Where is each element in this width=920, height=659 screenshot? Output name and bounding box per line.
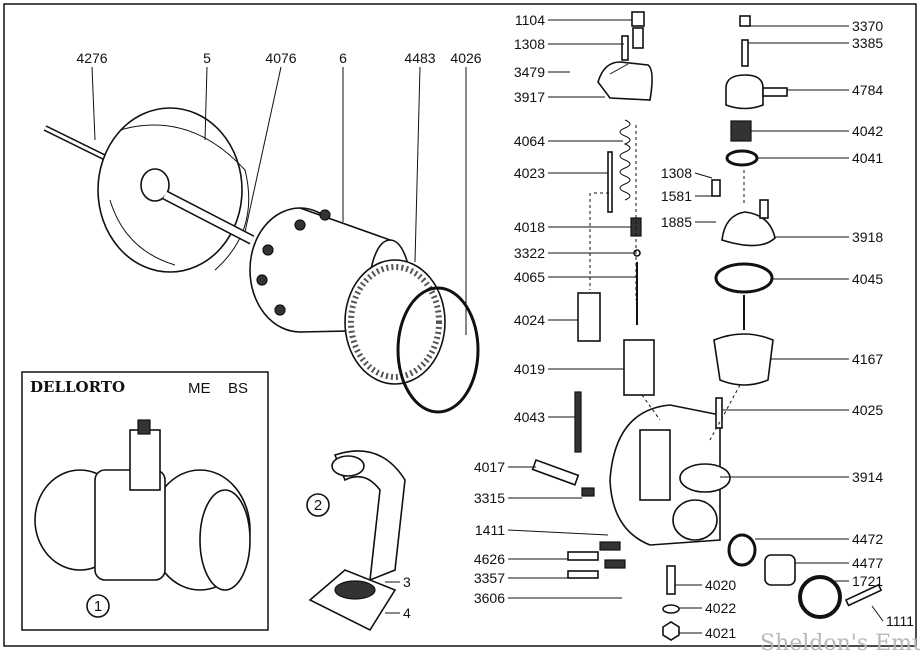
part-number-4021: 4021: [705, 625, 736, 641]
part-number-3385: 3385: [852, 35, 883, 51]
part-number-4472: 4472: [852, 531, 883, 547]
part-number-3918: 3918: [852, 229, 883, 245]
inset-marker-circle: [86, 594, 110, 618]
filter-mesh-part: [344, 259, 446, 385]
callout-labels: 4276 5 4076 6 4483 4026 1104 1308 3479 3917 4064 40…: [76, 12, 914, 641]
part-number-3917: 3917: [514, 89, 545, 105]
part-number-1885: 1885: [661, 214, 692, 230]
filter-bowl-part: [97, 107, 250, 273]
part-number-4022: 4022: [705, 600, 736, 616]
intake-bolt-part: [43, 125, 112, 163]
part-number-3370: 3370: [852, 18, 883, 34]
part-number-1104: 1104: [515, 12, 545, 28]
part-number-4017: 4017: [474, 459, 505, 475]
leader-line: [244, 66, 282, 233]
inset-marker-number: 1: [94, 598, 102, 615]
part-number-4024: 4024: [514, 312, 545, 328]
model-me-label: ME: [188, 380, 211, 397]
part-number-1111: 1111: [886, 613, 914, 629]
part-number-3479: 3479: [514, 64, 545, 80]
part-number-3: 3: [403, 574, 411, 590]
leader-line: [694, 172, 713, 179]
part-number-4042: 4042: [852, 123, 883, 139]
part-number-4025: 4025: [852, 402, 883, 418]
part-number-4043: 4043: [514, 409, 545, 425]
manifold-marker-number: 2: [314, 497, 322, 514]
part-number-1581: 1581: [661, 188, 692, 204]
part-number-3606: 3606: [474, 590, 505, 606]
part-number-6: 6: [339, 50, 347, 66]
leader-line: [871, 605, 884, 622]
assembled-carburetor-inset: DELLORTO ME BS 1: [21, 371, 269, 631]
intake-manifold-part: 2: [306, 450, 406, 632]
part-number-4076: 4076: [265, 50, 296, 66]
watermark: Sheldon's Emu: [760, 631, 920, 654]
part-number-3322: 3322: [514, 245, 545, 261]
leader-line: [507, 529, 609, 536]
part-number-1411: 1411: [475, 522, 505, 538]
carb-parts: [531, 11, 883, 641]
part-number-3914: 3914: [852, 469, 883, 485]
part-number-4045: 4045: [852, 271, 883, 287]
manifold-marker-circle: [306, 493, 330, 517]
part-number-4026: 4026: [450, 50, 481, 66]
part-number-4020: 4020: [705, 577, 736, 593]
leader-line: [414, 66, 421, 263]
part-number-4477: 4477: [852, 555, 883, 571]
part-number-4064: 4064: [514, 133, 545, 149]
part-number-4065: 4065: [514, 269, 545, 285]
part-number-3357: 3357: [474, 570, 505, 586]
dellorto-logo: DELLORTO: [30, 378, 125, 396]
model-bs-label: BS: [228, 380, 248, 397]
diagram-frame: [3, 3, 917, 647]
part-number-4784: 4784: [852, 82, 883, 98]
part-number-4018: 4018: [514, 219, 545, 235]
filter-gasket-ring-part: [396, 286, 480, 414]
part-number-4041: 4041: [852, 150, 883, 166]
leader-line: [204, 66, 208, 141]
part-number-4023: 4023: [514, 165, 545, 181]
part-number-4483: 4483: [404, 50, 435, 66]
part-number-4626: 4626: [474, 551, 505, 567]
part-number-5: 5: [203, 50, 211, 66]
part-number-1721: 1721: [852, 573, 883, 589]
part-number-4276: 4276: [76, 50, 107, 66]
part-number-4167: 4167: [852, 351, 883, 367]
part-number-4019: 4019: [514, 361, 545, 377]
part-number-4: 4: [403, 605, 411, 621]
spacer-tube-part: [162, 190, 255, 245]
part-number-1308: 1308: [514, 36, 545, 52]
part-number-3315: 3315: [474, 490, 505, 506]
part-number-1308: 1308: [661, 165, 692, 181]
leader-line: [91, 66, 96, 141]
